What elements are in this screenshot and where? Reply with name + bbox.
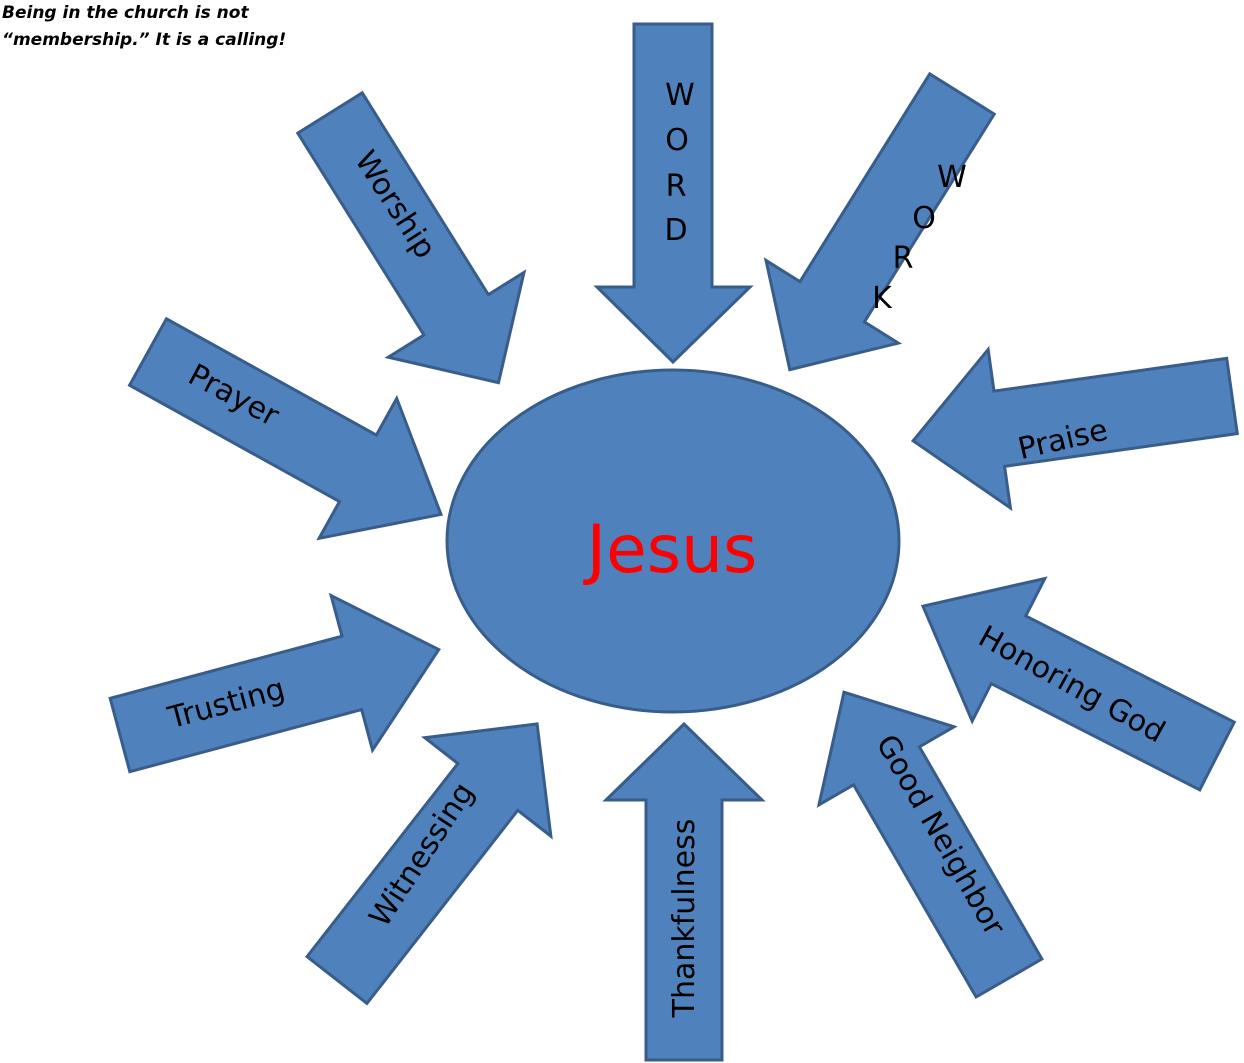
stacked-letter: R: [893, 241, 914, 276]
stacked-letter: O: [912, 201, 936, 236]
caption-text: Being in the church is not “membership.”…: [2, 3, 287, 50]
arrow-thankfulness: Thankfulness: [602, 721, 766, 1062]
arrow-work-shape: [763, 71, 997, 372]
center-node: Jesus: [445, 368, 901, 714]
arrow-good-neighbor: Good Neighbor: [816, 690, 1044, 1000]
stacked-letter: W: [665, 78, 695, 113]
arrow-praise: Praise: [910, 345, 1239, 512]
arrow-worship-shape: [295, 90, 527, 385]
arrow-good-neighbor-shape: [816, 690, 1044, 1000]
arrow-trusting-shape: [108, 592, 441, 774]
arrow-word-shape: [593, 22, 754, 365]
stacked-letter: K: [872, 281, 893, 316]
arrow-honoring-god-shape: [920, 576, 1237, 792]
arrow-prayer-shape: [127, 316, 444, 541]
center-label: Jesus: [583, 511, 758, 588]
arrow-thankfulness-shape: [602, 721, 766, 1062]
arrow-witnessing-shape: [304, 722, 553, 1006]
center-ellipse: [445, 368, 901, 714]
arrow-praise-shape: [910, 345, 1239, 512]
stacked-letter: D: [664, 213, 687, 248]
arrow-witnessing: Witnessing: [304, 722, 553, 1006]
arrow-worship: Worship: [295, 90, 527, 385]
arrow-trusting: Trusting: [108, 592, 441, 774]
arrow-thankfulness-label: Thankfulness: [667, 819, 702, 1019]
stacked-letter: O: [665, 123, 689, 158]
stacked-letter: W: [937, 160, 967, 195]
stacked-letter: R: [666, 169, 687, 204]
